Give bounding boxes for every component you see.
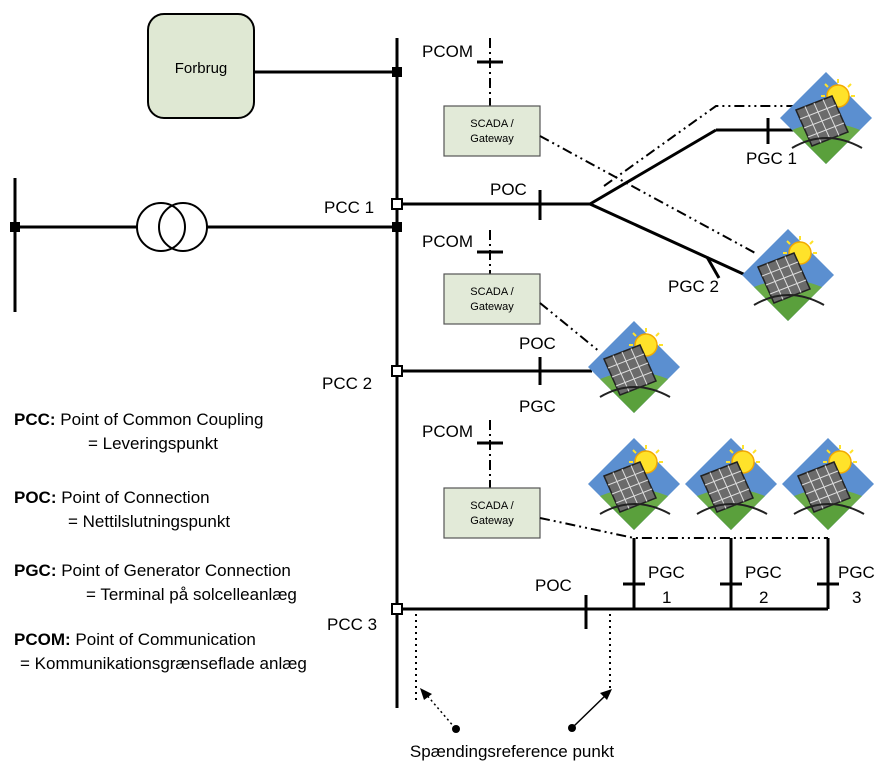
svg-text:Gateway: Gateway bbox=[470, 133, 514, 145]
consumer-box bbox=[147, 13, 255, 119]
svg-text:PGC: PGC bbox=[838, 563, 875, 582]
pcc2-node bbox=[391, 365, 403, 377]
svg-text:Gateway: Gateway bbox=[470, 515, 514, 527]
pv-plant-icon bbox=[781, 437, 875, 531]
legend-poc-translation: = Nettilslutningspunkt bbox=[68, 512, 231, 531]
poc3-label: POC bbox=[535, 576, 572, 595]
legend-pcc-translation: = Leveringspunkt bbox=[88, 434, 218, 453]
scada-gateway-3 bbox=[443, 487, 541, 539]
consumer-node bbox=[392, 67, 402, 77]
pcc3-node bbox=[391, 603, 403, 615]
voltage-reference-label: Spændingsreference punkt bbox=[410, 742, 614, 761]
svg-text:2: 2 bbox=[759, 588, 768, 607]
legend-pcom-translation: = Kommunikationsgrænseflade anlæg bbox=[20, 654, 307, 673]
svg-text:PGC: PGC bbox=[745, 563, 782, 582]
svg-text:SCADA /: SCADA / bbox=[470, 286, 514, 298]
poc1-label: POC bbox=[490, 180, 527, 199]
legend-poc: POC: Point of Connection bbox=[14, 488, 210, 507]
svg-text:PGC: PGC bbox=[648, 563, 685, 582]
pcc1-node bbox=[391, 198, 403, 210]
pv-plant-icon bbox=[587, 437, 681, 531]
pgc2-marker bbox=[705, 256, 721, 279]
svg-text:SCADA /: SCADA / bbox=[470, 500, 514, 512]
pgc-label: PGC bbox=[519, 397, 556, 416]
poc2-label: POC bbox=[519, 334, 556, 353]
pcom3-label: PCOM bbox=[422, 422, 473, 441]
pv-plant-icon bbox=[587, 320, 681, 414]
legend-pgc: PGC: Point of Generator Connection bbox=[14, 561, 291, 580]
pcom1-label: PCOM bbox=[422, 42, 473, 61]
pgc2-label: PGC 2 bbox=[668, 277, 719, 296]
scada-gateway-1 bbox=[443, 105, 541, 157]
consumer-label: Forbrug bbox=[175, 60, 228, 77]
pv-plant-icon bbox=[741, 228, 835, 322]
scada-gateway-2 bbox=[443, 273, 541, 325]
legend-pgc-translation: = Terminal på solcelleanlæg bbox=[86, 585, 297, 604]
svg-text:3: 3 bbox=[852, 588, 861, 607]
svg-text:1: 1 bbox=[662, 588, 671, 607]
pcc2-label: PCC 2 bbox=[322, 374, 372, 393]
pv-plant-icon bbox=[684, 437, 778, 531]
pcom2-label: PCOM bbox=[422, 232, 473, 251]
transformer-node bbox=[392, 222, 402, 232]
pgc1-label: PGC 1 bbox=[746, 149, 797, 168]
pcc1-label: PCC 1 bbox=[324, 198, 374, 217]
legend-pcom: PCOM: Point of Communication bbox=[14, 630, 256, 649]
legend-pcc: PCC: Point of Common Coupling bbox=[14, 410, 264, 429]
svg-text:SCADA /: SCADA / bbox=[470, 118, 514, 130]
transformer-icon bbox=[136, 202, 208, 252]
svg-text:Gateway: Gateway bbox=[470, 301, 514, 313]
pcc3-label: PCC 3 bbox=[327, 615, 377, 634]
